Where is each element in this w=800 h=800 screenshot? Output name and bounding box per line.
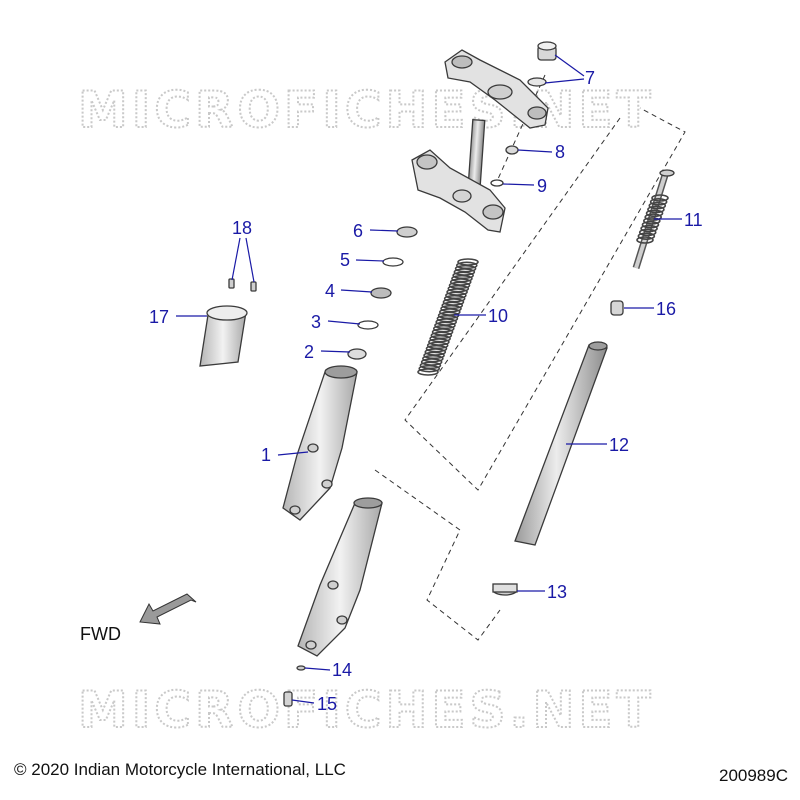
watermark-bottom: MICROFICHES.NET: [78, 681, 655, 739]
spring-coil: [651, 194, 669, 202]
axle-bolt[interactable]: [283, 691, 293, 707]
watermark-top: MICROFICHES.NET: [78, 81, 655, 139]
cover-screws[interactable]: [228, 278, 257, 292]
callout-16[interactable]: 16: [656, 299, 676, 319]
forward-arrow-icon: [139, 593, 197, 625]
callout-14[interactable]: 14: [332, 660, 352, 680]
stem-clip[interactable]: [490, 179, 504, 187]
fork-spring[interactable]: [417, 258, 479, 376]
leader-lines: [176, 54, 682, 704]
right-fork-slider[interactable]: [282, 365, 358, 521]
callout-1[interactable]: 1: [261, 445, 271, 465]
spring-coil: [647, 205, 665, 214]
spring-coil: [641, 220, 660, 229]
stem-bushing[interactable]: [505, 145, 519, 155]
callout-8[interactable]: 8: [555, 142, 565, 162]
callout-6[interactable]: 6: [353, 221, 363, 241]
callout-12[interactable]: 12: [609, 435, 629, 455]
spring-coil: [644, 213, 662, 221]
spring-coil: [643, 217, 661, 225]
callout-11[interactable]: 11: [684, 210, 703, 230]
lower-triple-clamp-with-stem[interactable]: [411, 118, 506, 233]
assembly-line-lower: [374, 469, 501, 641]
fork-cover[interactable]: [199, 305, 248, 367]
upper-triple-clamp[interactable]: [444, 49, 549, 129]
callout-4[interactable]: 4: [325, 281, 335, 301]
callout-18[interactable]: 18: [232, 218, 252, 238]
callout-15[interactable]: 15: [317, 694, 337, 714]
spring-coil: [638, 228, 657, 237]
left-fork-slider[interactable]: [297, 497, 383, 657]
inner-fork-tube[interactable]: [514, 341, 608, 546]
callout-2[interactable]: 2: [304, 342, 314, 362]
callout-3[interactable]: 3: [311, 312, 321, 332]
spring-coil: [637, 232, 656, 240]
damper-cartridge[interactable]: [632, 169, 675, 270]
cartridge-bushing[interactable]: [610, 300, 624, 316]
lower-seal[interactable]: [492, 583, 518, 596]
spring-coil: [417, 368, 439, 376]
callout-5[interactable]: 5: [340, 250, 350, 270]
spring-coil: [640, 224, 658, 233]
drain-screw[interactable]: [296, 665, 306, 671]
spring-coil: [648, 201, 667, 210]
callout-17[interactable]: 17: [149, 307, 169, 327]
top-nut-and-washer[interactable]: [527, 41, 557, 87]
spring-coil: [636, 236, 654, 244]
spring-coil: [418, 364, 441, 373]
callout-7[interactable]: 7: [585, 68, 595, 88]
callout-9[interactable]: 9: [537, 176, 547, 196]
callout-10[interactable]: 10: [488, 306, 508, 326]
assembly-line-right: [404, 107, 686, 491]
seal-stack[interactable]: [347, 226, 418, 360]
copyright-notice: © 2020 Indian Motorcycle International, …: [14, 760, 346, 779]
spring-coil: [645, 209, 664, 218]
callout-13[interactable]: 13: [547, 582, 567, 602]
spring-coil: [649, 198, 668, 206]
assembly-line-clamp: [492, 74, 546, 191]
drawing-number: 200989C: [718, 766, 788, 785]
fwd-label: FWD: [80, 624, 121, 644]
